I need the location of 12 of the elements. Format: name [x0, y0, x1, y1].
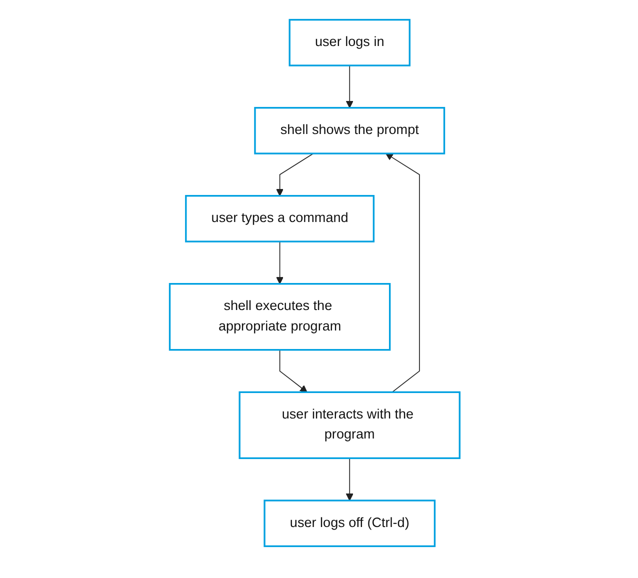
arrow	[280, 348, 308, 392]
arrow	[386, 152, 420, 392]
arrow	[346, 64, 354, 108]
node-box: user logs in	[289, 18, 411, 66]
node-box: user interacts with the program	[239, 390, 461, 459]
node-box: shell shows the prompt	[254, 106, 446, 154]
node-box: shell executes the appropriate program	[169, 282, 391, 350]
node-box: user logs off (Ctrl-d)	[264, 499, 436, 547]
arrow	[346, 457, 354, 500]
arrow	[276, 240, 284, 284]
node-box: user types a command	[185, 194, 375, 242]
arrow	[276, 152, 314, 196]
